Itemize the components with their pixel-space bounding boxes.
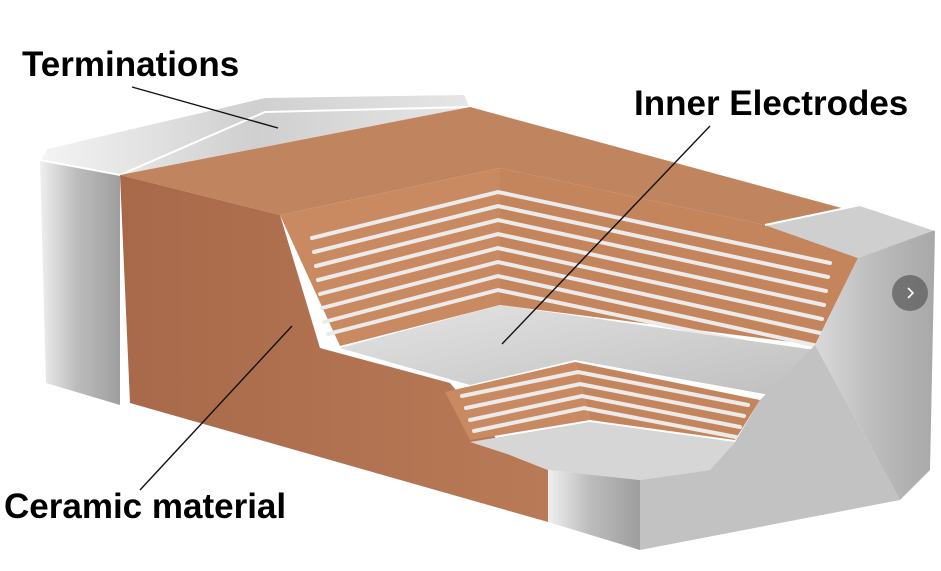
inner-electrodes-leader bbox=[501, 125, 711, 345]
chevron-right-icon bbox=[907, 287, 915, 299]
inner-electrodes-upper bbox=[310, 189, 832, 358]
lower-step-floor bbox=[470, 422, 735, 480]
left-termination bbox=[38, 92, 472, 405]
inner-electrodes-lower bbox=[460, 369, 750, 439]
next-slide-button[interactable] bbox=[892, 275, 928, 311]
callout-leader-lines bbox=[131, 86, 711, 491]
terminations-leader bbox=[131, 86, 279, 129]
ceramic-material-label: Ceramic material bbox=[4, 487, 287, 526]
ceramic-material-leader bbox=[139, 325, 293, 491]
inner-electrodes-label: Inner Electrodes bbox=[634, 84, 909, 123]
right-termination bbox=[548, 203, 936, 550]
ceramic-top-surface bbox=[120, 107, 860, 225]
upper-step-floor bbox=[340, 305, 815, 395]
ceramic-front-face bbox=[120, 175, 548, 522]
terminations-label: Terminations bbox=[22, 45, 240, 84]
